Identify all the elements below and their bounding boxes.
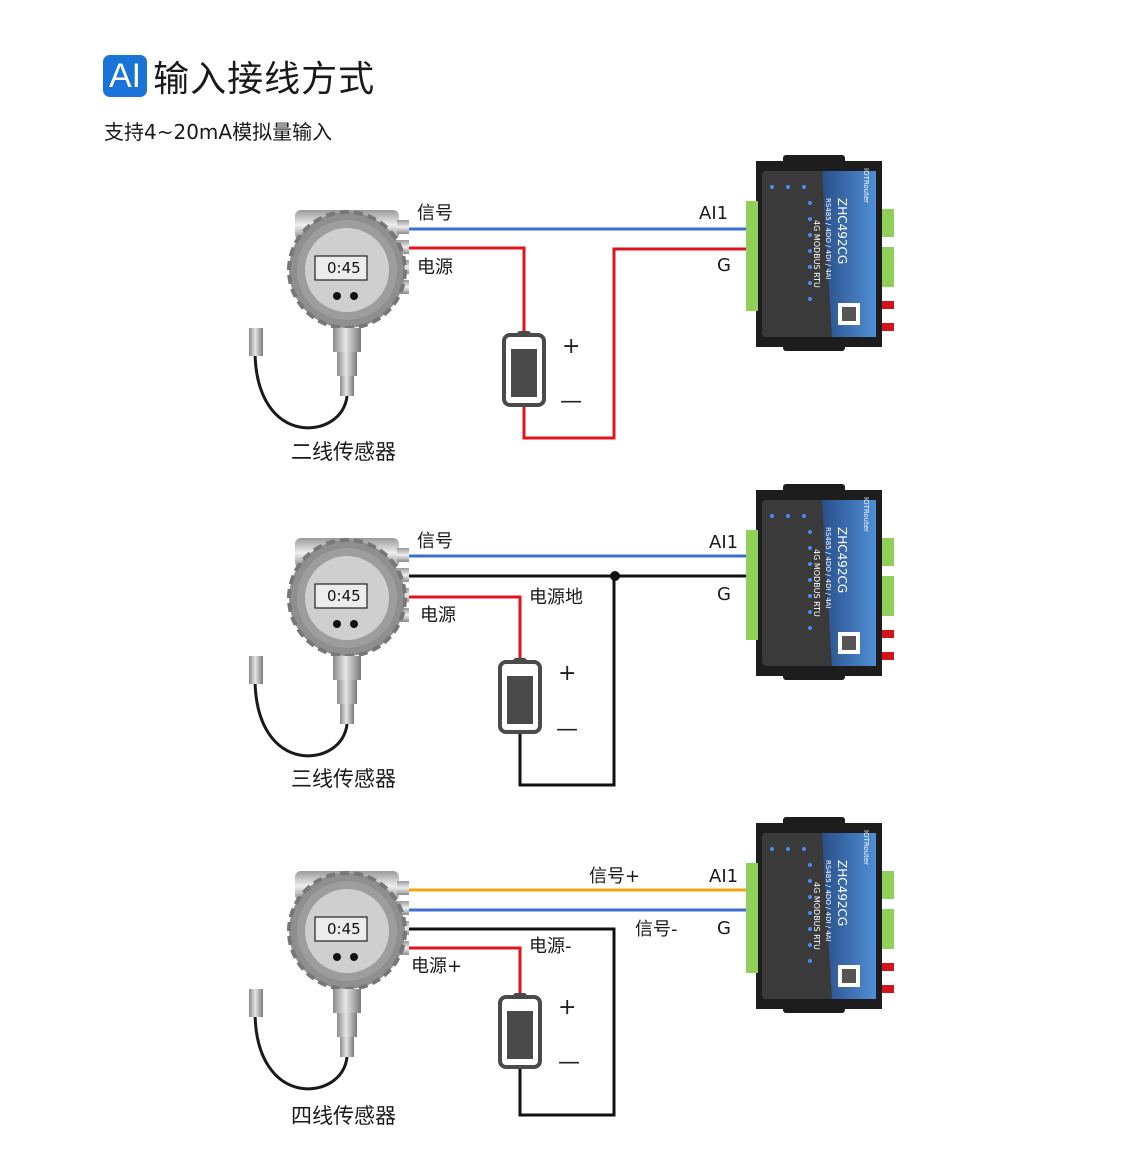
device-brand: IOTRouter — [862, 168, 870, 203]
device-spec: RS485 / 4DO / 4DI / 4AI — [824, 198, 832, 280]
label-signal-plus: 信号+ — [589, 866, 640, 887]
device-desc: 4G MODBUS RTU — [812, 549, 821, 617]
title-text: 输入接线方式 — [153, 59, 376, 100]
sensor-name: 三线传感器 — [291, 767, 396, 791]
subtitle: 支持4~20mA模拟量输入 — [104, 120, 333, 144]
label-power-plus: 电源+ — [411, 956, 462, 977]
device-desc: 4G MODBUS RTU — [812, 882, 821, 950]
sensor-icon — [247, 536, 411, 758]
terminal-ai1: AI1 — [709, 866, 738, 887]
battery-minus: — — [558, 1050, 580, 1075]
battery-minus: — — [560, 389, 582, 414]
ai-badge: AI — [103, 55, 148, 97]
device-model: ZHC492CG — [835, 860, 849, 926]
terminal-g: G — [717, 918, 731, 939]
battery-plus: + — [562, 334, 580, 359]
wire-power-minus — [405, 927, 616, 1117]
device-model: ZHC492CG — [835, 527, 849, 593]
label-power: 电源 — [420, 605, 456, 626]
diagram-three-wire: 0:45 + — 信号 电源地 电源 AI1 G 三线传感器 — [247, 484, 894, 791]
terminal-g: G — [717, 584, 731, 605]
battery-plus: + — [558, 995, 576, 1020]
diagram-four-wire: 0:45 + — 信号+ 信号- 电源- 电源+ AI1 G 四线传感器 — [247, 817, 894, 1128]
lcd-value: 0:45 — [327, 259, 361, 277]
wire-power — [405, 595, 522, 660]
device-brand: IOTRouter — [862, 497, 870, 532]
device-spec: RS485 / 4DO / 4DI / 4AI — [824, 527, 832, 609]
device-brand: IOTRouter — [862, 830, 870, 865]
device-spec: RS485 / 4DO / 4DI / 4AI — [824, 860, 832, 942]
sensor-icon — [247, 869, 411, 1091]
sensor-name: 二线传感器 — [291, 440, 396, 464]
wire-power-plus — [405, 946, 522, 995]
terminal-g: G — [717, 255, 731, 276]
wire-return — [518, 576, 616, 787]
device-desc: 4G MODBUS RTU — [812, 220, 821, 288]
battery-plus: + — [558, 661, 576, 686]
page-title: AI 输入接线方式 — [103, 50, 375, 102]
lcd-value: 0:45 — [327, 587, 361, 605]
wire-power — [405, 246, 526, 333]
sensor-name: 四线传感器 — [291, 1104, 396, 1128]
device-labels: ZHC492CG RS485 / 4DO / 4DI / 4AI 4G MODB… — [812, 168, 870, 950]
label-signal-minus: 信号- — [635, 919, 678, 940]
terminal-ai1: AI1 — [699, 203, 728, 224]
battery-icon — [502, 329, 546, 407]
sensor-icon — [247, 208, 411, 430]
label-signal: 信号 — [417, 531, 453, 552]
lcd-value: 0:45 — [327, 920, 361, 938]
diagram-two-wire: 0:45 + — 信号 电源 AI1 G 二线传感器 — [247, 155, 894, 464]
device-model: ZHC492CG — [835, 198, 849, 264]
terminal-ai1: AI1 — [709, 532, 738, 553]
label-signal: 信号 — [417, 203, 453, 224]
battery-icon — [498, 991, 542, 1069]
battery-minus: — — [556, 717, 578, 742]
wire-return — [522, 247, 748, 440]
label-ground: 电源地 — [529, 587, 583, 608]
label-power: 电源 — [417, 257, 453, 278]
battery-icon — [498, 656, 542, 734]
label-power-minus: 电源- — [529, 936, 572, 957]
